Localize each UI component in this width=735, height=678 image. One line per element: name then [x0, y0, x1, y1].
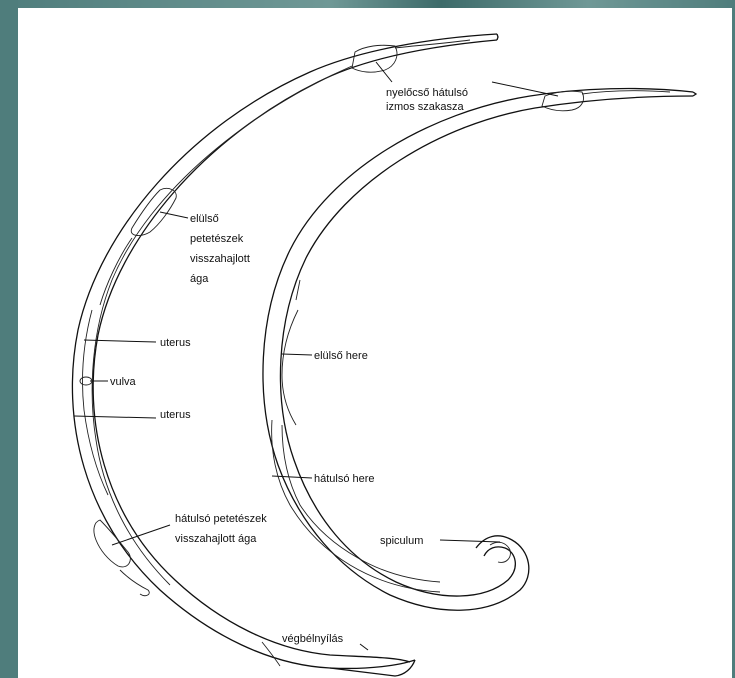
leader-spiculum	[440, 540, 500, 542]
male-inner-wall	[280, 96, 693, 596]
label-anterior-ovary-line2: petetészek	[190, 233, 244, 245]
leader-anterior-testis	[282, 354, 312, 355]
male-posterior-testis-inner	[282, 425, 440, 582]
female-worm	[72, 34, 498, 676]
label-posterior-ovary-line1: hátulsó petetészek	[175, 513, 267, 525]
female-intestine	[92, 66, 352, 585]
female-head-tip	[497, 34, 498, 40]
female-outer-wall	[72, 34, 497, 668]
label-anterior-ovary-line4: ága	[190, 273, 209, 285]
male-spiculum	[490, 542, 510, 562]
label-esophagus-line2: izmos szakasza	[386, 101, 465, 113]
labels: nyelőcső hátulsó izmos szakasza elülső p…	[110, 87, 468, 645]
label-spiculum: spiculum	[380, 535, 423, 547]
label-anterior-ovary-line3: visszahajlott	[190, 253, 250, 265]
label-anterior-testis: elülső here	[314, 350, 368, 362]
label-uterus-upper: uterus	[160, 337, 191, 349]
leader-anus	[360, 644, 368, 650]
female-posterior-ovary-coil	[120, 570, 149, 596]
male-esophagus-duct	[582, 91, 670, 94]
female-uterus-tube	[82, 310, 108, 495]
label-uterus-lower: uterus	[160, 409, 191, 421]
female-esophagus-bulb	[352, 45, 397, 72]
male-gap-mark	[296, 280, 300, 300]
label-posterior-ovary-line2: visszahajlott ága	[175, 533, 257, 545]
leader-esophagus-male	[492, 82, 558, 96]
label-vulva: vulva	[110, 376, 137, 388]
label-anterior-ovary-line1: elülső	[190, 213, 219, 225]
female-posterior-ovary	[94, 520, 130, 567]
leader-uterus-upper	[84, 340, 156, 342]
label-posterior-testis: hátulsó here	[314, 473, 375, 485]
label-esophagus-line1: nyelőcső hátulsó	[386, 87, 468, 99]
label-anus: végbélnyílás	[282, 633, 344, 645]
female-inner-wall	[93, 40, 497, 662]
male-head-tip	[693, 92, 696, 96]
leader-uterus-lower	[74, 416, 156, 418]
